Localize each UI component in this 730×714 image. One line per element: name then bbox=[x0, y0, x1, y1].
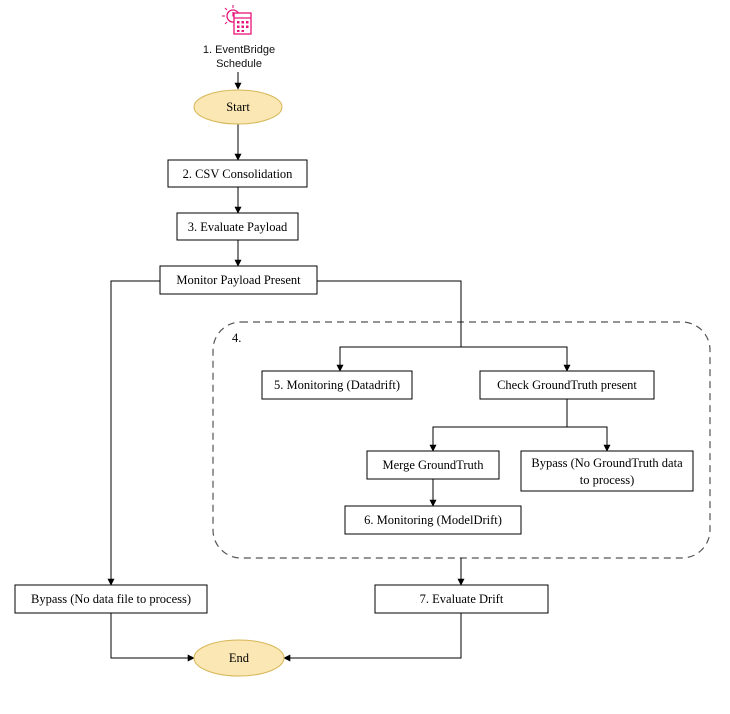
monitoring-datadrift-box bbox=[261, 370, 413, 400]
end-terminal bbox=[193, 639, 285, 677]
bypass-no-data-box bbox=[14, 584, 208, 614]
eventbridge-schedule-icon bbox=[222, 5, 252, 35]
edge-evaluate-drift-end bbox=[283, 613, 462, 662]
csv-consolidation-label: 2. CSV Consolidation bbox=[183, 167, 294, 181]
bypass-groundtruth-box bbox=[520, 450, 694, 492]
monitoring-modeldrift-label: 6. Monitoring (ModelDrift) bbox=[364, 513, 502, 527]
evaluate-drift-box bbox=[374, 584, 549, 614]
evaluate-payload-label: 3. Evaluate Payload bbox=[188, 220, 288, 234]
bypass-no-data-label: Bypass (No data file to process) bbox=[31, 592, 191, 606]
monitor-payload-box bbox=[159, 265, 318, 295]
edge-check-gt-split bbox=[429, 399, 568, 452]
edge-to-datadrift bbox=[336, 346, 461, 372]
end-label: End bbox=[229, 651, 250, 665]
merge-groundtruth-label: Merge GroundTruth bbox=[382, 458, 484, 472]
edge-to-bypass-gt bbox=[567, 426, 611, 452]
trigger-label-line2: Schedule bbox=[216, 58, 262, 70]
check-groundtruth-label: Check GroundTruth present bbox=[497, 378, 637, 392]
evaluate-drift-label: 7. Evaluate Drift bbox=[420, 592, 504, 606]
monitor-payload-label: Monitor Payload Present bbox=[176, 273, 301, 287]
trigger-label-line1: 1. EventBridge bbox=[203, 44, 275, 56]
merge-groundtruth-box bbox=[366, 450, 500, 480]
check-groundtruth-box bbox=[479, 370, 655, 400]
start-label: Start bbox=[226, 100, 250, 114]
monitoring-modeldrift-box bbox=[344, 505, 522, 535]
edge-bypass-end bbox=[110, 613, 195, 662]
group-label: 4. bbox=[232, 331, 241, 345]
edge-to-check-gt bbox=[461, 346, 571, 372]
edge-monitor-bypass bbox=[107, 280, 160, 586]
monitoring-datadrift-label: 5. Monitoring (Datadrift) bbox=[274, 378, 400, 392]
bypass-groundtruth-label-line1: Bypass (No GroundTruth data bbox=[531, 456, 683, 470]
start-terminal bbox=[193, 89, 283, 125]
evaluate-payload-box bbox=[176, 212, 299, 241]
bypass-groundtruth-label-line2: to process) bbox=[580, 473, 635, 487]
csv-consolidation-box bbox=[167, 159, 308, 188]
edge-monitor-group bbox=[317, 280, 462, 347]
edges bbox=[107, 72, 611, 662]
